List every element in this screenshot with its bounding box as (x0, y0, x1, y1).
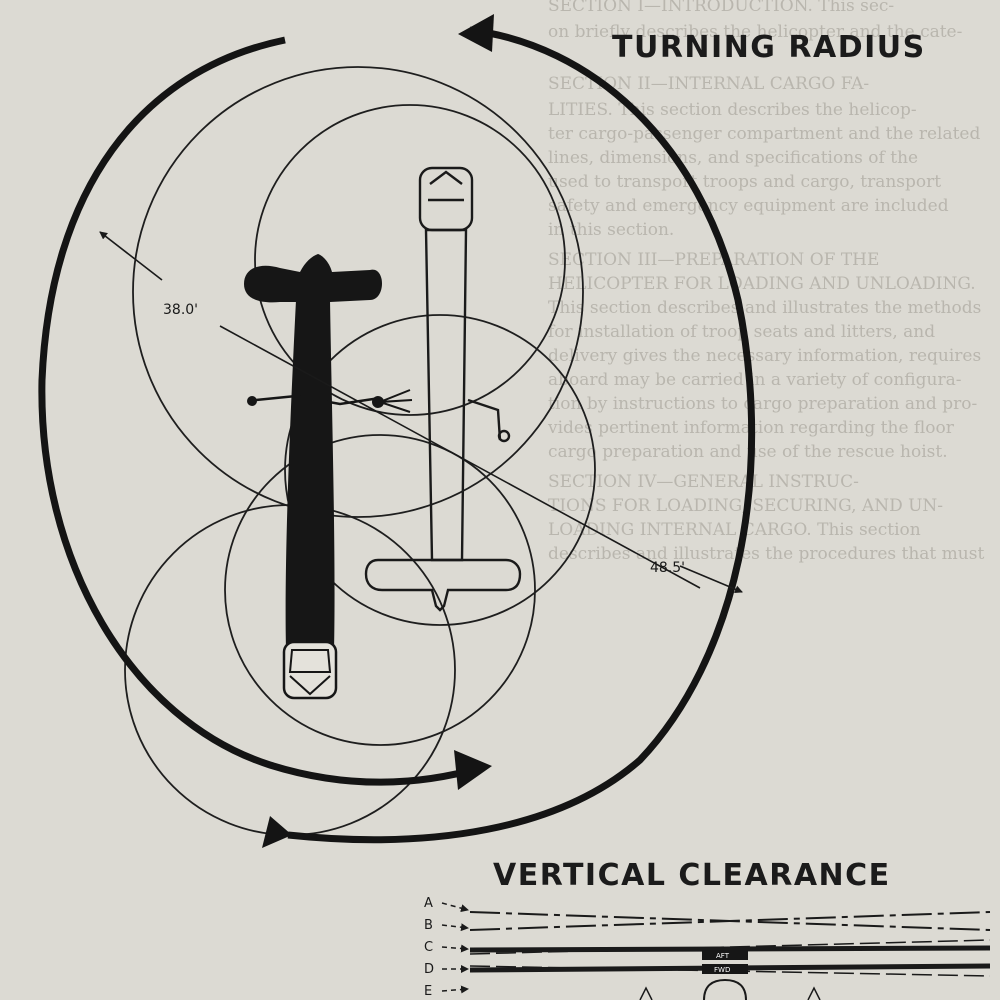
rotor-hub-aft (702, 950, 748, 960)
rotor-hub-fwd (379, 389, 413, 413)
cockpit-window (288, 649, 332, 673)
rotor-hub-fwd (702, 964, 748, 974)
landing-gear (639, 986, 653, 1000)
dimension-line-outer (219, 325, 701, 589)
clearance-label-a: A (424, 896, 433, 911)
turning-arc-outer (287, 26, 756, 844)
rotor-disc-circle (132, 66, 584, 518)
aft-label: AFT (716, 952, 730, 960)
landing-gear (807, 986, 821, 1000)
rotor-hub-outline (467, 398, 502, 441)
clearance-label-e: E (424, 984, 432, 999)
rotor-hub-aft (247, 396, 257, 406)
clearance-arrow-e (441, 985, 469, 994)
rotor-disc-circle (224, 434, 536, 746)
tail-assembly (244, 254, 382, 303)
turning-path (38, 14, 756, 848)
rotor-hub-aft (255, 394, 381, 406)
inner-radius-label: 38.0' (163, 302, 198, 318)
arc-arrowhead-icon (454, 750, 492, 790)
tail-outline (364, 558, 522, 612)
arc-arrowhead-icon (262, 816, 292, 848)
rotor-disc-circle (254, 104, 566, 416)
arc-arrowhead-icon (458, 14, 494, 52)
vertical-clearance-diagram: A B C D E AFT FWD (424, 896, 991, 1000)
rotor-blade-line (469, 939, 991, 955)
dimension-arrow-outer (679, 565, 743, 593)
fuselage-top (703, 978, 747, 1000)
clearance-arrow-c (441, 944, 469, 953)
clearance-label-c: C (424, 940, 433, 955)
rotor-blade-aft (469, 945, 991, 953)
turning-radius-heading: TURNING RADIUS (612, 30, 926, 65)
cockpit-nose (282, 640, 338, 700)
turning-arc-inner (38, 36, 481, 786)
fwd-label: FWD (714, 966, 730, 974)
fuselage-outline (424, 228, 468, 562)
rotor-blade-line (469, 911, 991, 931)
clearance-label-d: D (424, 962, 434, 977)
dimension-arrow-inner (99, 231, 163, 281)
cockpit-window (428, 170, 464, 202)
helicopter-outline (364, 166, 522, 612)
outer-radius-label: 48.5' (650, 560, 685, 576)
rotor-hub-fwd (372, 396, 384, 408)
fuselage-solid (285, 300, 335, 676)
vertical-clearance-heading: VERTICAL CLEARANCE (493, 858, 891, 893)
clearance-arrow-b (441, 923, 469, 932)
dimension-lines: 38.0' 48.5' (99, 231, 743, 593)
rotor-disc-circle (284, 314, 596, 626)
cockpit-window (289, 675, 331, 696)
clearance-label-b: B (424, 918, 433, 933)
clearance-arrow-a (441, 902, 469, 913)
helicopter-solid (244, 254, 413, 700)
rotor-hub-outline (497, 429, 511, 443)
